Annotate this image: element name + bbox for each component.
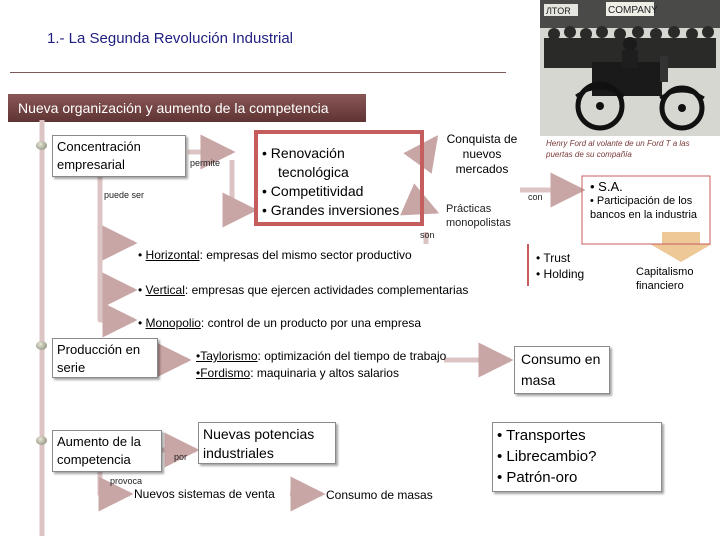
ford-car	[575, 37, 705, 131]
arrow-capitalismo	[650, 232, 712, 262]
sign-right	[606, 2, 654, 16]
taylor-list: •Taylorismo: optimización del tiempo de …	[196, 348, 446, 382]
provoca-label: provoca	[110, 476, 143, 486]
sign-right-text: COMPANY	[608, 5, 658, 16]
type-horizontal-bullet: •	[138, 248, 146, 262]
arrow-provoca	[97, 472, 134, 512]
conquista-label: Conquista de nuevos mercados	[446, 132, 518, 176]
con-label: con	[528, 192, 543, 202]
photo-caption: Henry Ford al volante de un Ford T a las…	[546, 139, 690, 159]
taylorismo-desc: : optimización del tiempo de trabajo	[257, 349, 447, 363]
reasons-frame	[254, 130, 424, 226]
sa-sub: • Participación de los bancos en la indu…	[590, 195, 698, 221]
nuevas-potencias-box: Nuevas potencias industriales	[198, 422, 336, 464]
type-monopolio-desc: : control de un producto por una empresa	[200, 316, 422, 330]
arrow-inversiones	[222, 160, 258, 228]
fordismo-term: •Fordismo	[196, 366, 251, 380]
reason-1b: tecnológica	[278, 164, 349, 180]
type-monopolio-bullet: •	[138, 316, 146, 330]
reason-3: • Grandes inversiones	[262, 202, 400, 218]
sign-left	[544, 4, 578, 16]
consumo-masas-label: Consumo de masas	[326, 488, 433, 502]
transport-item-1: • Transportes	[497, 427, 586, 444]
type-vertical-bullet: •	[138, 283, 146, 297]
competencia-box: Aumento de la competencia	[52, 430, 162, 472]
reasons-list: • Renovación tecnológica • Competitivida…	[262, 144, 422, 220]
reason-2: • Competitividad	[262, 183, 364, 199]
sa-frame	[581, 175, 711, 245]
fordismo-desc: : maquinaria y altos salarios	[250, 366, 399, 380]
sistemas-label: Nuevos sistemas de venta	[134, 487, 275, 501]
type-vertical-desc: : empresas que ejercen actividades compl…	[184, 283, 469, 297]
transport-item-2: • Librecambio?	[497, 448, 597, 465]
transport-item-3: • Patrón-oro	[497, 469, 578, 486]
permite-label: permite	[190, 158, 221, 168]
trust-item: • Trust	[536, 251, 571, 265]
type-monopolio-term: Monopolio	[145, 316, 201, 330]
arrow-puede-ser	[97, 175, 138, 261]
sign-left-text: ЛTOR	[546, 6, 571, 16]
taylorismo-term: •Taylorismo	[196, 349, 258, 363]
type-monopolio: • Monopolio: control de un producto por …	[138, 316, 421, 330]
title-divider	[10, 72, 506, 73]
produccion-box: Producción en serie	[52, 338, 158, 378]
bullet-concentracion	[36, 141, 47, 150]
capitalismo-label: Capitalismo financiero	[636, 266, 694, 292]
arrow-monopolio	[97, 243, 138, 338]
practicas-label: Prácticas monopolistas	[446, 203, 511, 229]
bullet-produccion	[36, 341, 47, 350]
page-title: 1.- La Segunda Revolución Industrial	[47, 30, 293, 47]
type-horizontal-desc: : empresas del mismo sector productivo	[199, 248, 412, 262]
type-horizontal-term: Horizontal	[145, 248, 200, 262]
son-label: son	[420, 230, 435, 240]
arrow-vertical	[97, 243, 138, 308]
type-vertical-term: Vertical	[145, 283, 185, 297]
transport-box: • Transportes • Librecambio? • Patrón-or…	[492, 422, 662, 492]
reason-1: • Renovación	[262, 145, 345, 161]
type-horizontal: • Horizontal: empresas del mismo sector …	[138, 248, 412, 262]
type-vertical: • Vertical: empresas que ejercen activid…	[138, 283, 468, 297]
trust-list: • Trust • Holding	[536, 250, 584, 282]
bullet-competencia	[36, 436, 47, 445]
holding-item: • Holding	[536, 267, 585, 281]
puede-ser-label: puede ser	[104, 190, 145, 200]
sa-block: • S.A. • Participación de los bancos en …	[590, 180, 710, 222]
por-label: por	[174, 452, 188, 462]
concentracion-box: Concentración empresarial	[52, 135, 186, 177]
section-banner: Nueva organización y aumento de la compe…	[8, 94, 366, 122]
sa-title: • S.A.	[590, 179, 623, 194]
ford-photo: ЛTOR COMPANY	[540, 0, 720, 136]
consumo-masa-box: Consumo en masa	[514, 346, 610, 394]
